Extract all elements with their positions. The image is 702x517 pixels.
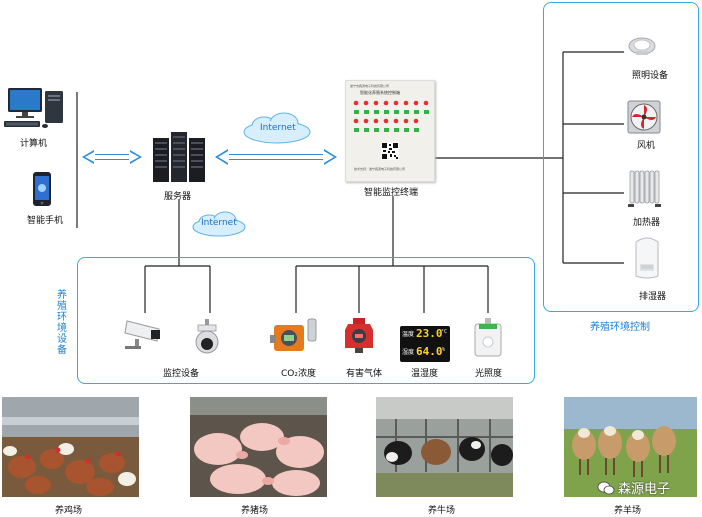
equipment-item-3: 温湿度 (411, 369, 439, 379)
env-equipment-title: 养殖环境设备 (57, 290, 67, 356)
computer-label: 计算机 (20, 139, 48, 149)
internet-bottom-label: Internet (201, 218, 237, 228)
phone-label: 智能手机 (27, 216, 64, 226)
co2-sensor-icon (270, 318, 317, 351)
internet-top-label: Internet (260, 123, 296, 133)
control-item-0: 照明设备 (632, 71, 669, 81)
arrow-server-terminal (215, 149, 337, 165)
panel-company: 遂宁市森源电子科技有限公司 (350, 84, 390, 88)
dome-camera-icon (195, 319, 219, 354)
watermark: 森源电子 (597, 478, 671, 497)
env-control-title: 养殖环境控制 (590, 322, 650, 333)
chicken-farm-photo (2, 397, 139, 497)
computer-device (4, 85, 68, 133)
terminal-panel: 遂宁市森源电子科技有限公司 智能化养殖系统控制箱 技术支持：遂宁森源电子科技有限… (345, 80, 435, 182)
server-rack-icon (153, 132, 205, 182)
wechat-icon (597, 481, 615, 494)
control-item-2: 加热器 (633, 218, 661, 228)
smartphone-icon (33, 172, 51, 206)
display-row2-value: 64.0 (416, 345, 443, 358)
display-row1-unit: °C (441, 329, 448, 335)
server-node (151, 132, 207, 184)
lighting-icon (628, 37, 656, 55)
panel-indicator-lights (353, 100, 429, 132)
heater-icon (628, 170, 661, 207)
display-row1-label: 温度 (402, 331, 415, 338)
farm-label-1: 养猪场 (241, 506, 269, 516)
sheep-farm-photo (564, 397, 697, 497)
terminal-label: 智能监控终端 (364, 188, 419, 198)
gas-sensor-icon (345, 318, 373, 353)
light-sensor-icon (474, 318, 502, 357)
internet-cloud-top (243, 112, 311, 144)
equipment-item-4: 光照度 (475, 369, 503, 379)
panel-footer: 技术支持：遂宁森源电子科技有限公司 (354, 167, 406, 171)
temp-humidity-display: 温度 23.0 °C 湿度 64.0 % (400, 326, 450, 362)
env-control-frame (543, 2, 699, 312)
internet-cloud-bottom (192, 211, 246, 237)
display-row2-unit: % (442, 347, 446, 353)
phone-device (33, 172, 51, 206)
control-item-3: 排湿器 (639, 292, 667, 302)
farm-label-3: 养羊场 (614, 506, 642, 516)
equipment-item-1: CO₂浓度 (281, 369, 316, 379)
equipment-item-2: 有害气体 (346, 369, 383, 379)
computer-icon (4, 88, 63, 128)
fan-icon (627, 100, 661, 134)
equipment-item-0: 监控设备 (163, 369, 200, 379)
server-label: 服务器 (164, 192, 192, 202)
control-item-1: 风机 (637, 141, 656, 151)
qr-code-icon (381, 142, 399, 160)
arrow-left-server (82, 150, 142, 164)
env-equipment-frame (77, 257, 535, 384)
panel-title: 智能化养殖系统控制箱 (360, 90, 400, 95)
pig-farm-photo (190, 397, 327, 497)
cattle-farm-photo (376, 397, 513, 497)
dehumidifier-icon (635, 237, 659, 279)
bullet-camera-icon (124, 320, 160, 349)
watermark-text: 森源电子 (618, 482, 671, 497)
farm-label-0: 养鸡场 (55, 506, 83, 516)
display-row1-value: 23.0 (416, 327, 443, 340)
display-row2-label: 湿度 (402, 349, 415, 356)
farm-label-2: 养牛场 (428, 506, 456, 516)
